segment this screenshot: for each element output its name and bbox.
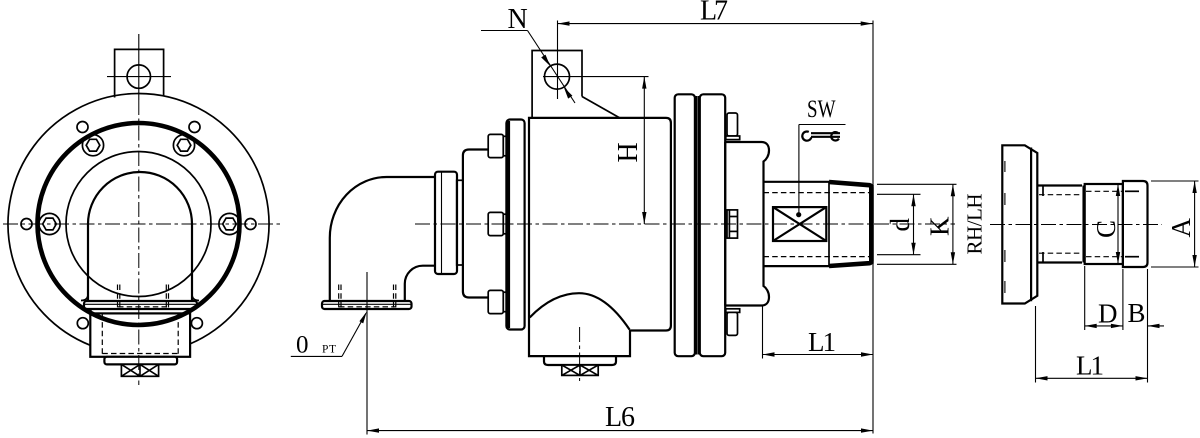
- svg-text:d: d: [885, 218, 915, 232]
- svg-text:A: A: [1166, 218, 1196, 238]
- svg-text:L1: L1: [808, 327, 836, 357]
- svg-text:SW: SW: [807, 96, 836, 123]
- svg-text:D: D: [1098, 299, 1118, 329]
- svg-text:B: B: [1128, 298, 1146, 328]
- svg-text:L1: L1: [1076, 351, 1104, 381]
- svg-text:H: H: [613, 142, 644, 162]
- svg-text:PT: PT: [322, 344, 336, 356]
- svg-text:0: 0: [296, 332, 309, 359]
- svg-text:N: N: [508, 4, 528, 35]
- svg-text:RH/LH: RH/LH: [963, 194, 987, 255]
- svg-text:K: K: [925, 216, 955, 236]
- svg-text:L7: L7: [700, 0, 728, 27]
- svg-text:L6: L6: [605, 402, 635, 433]
- svg-text:C: C: [1091, 220, 1121, 238]
